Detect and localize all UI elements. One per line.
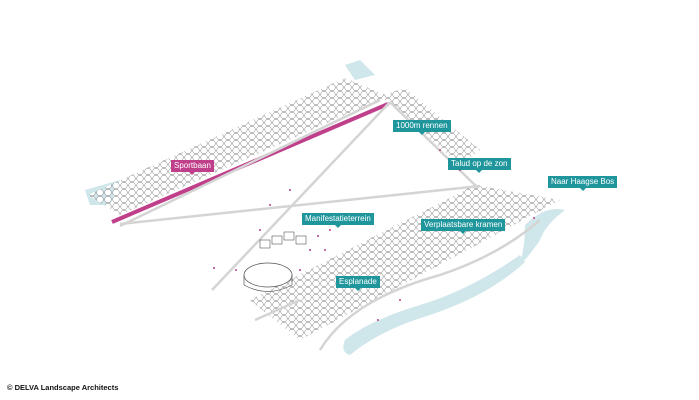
label-sportbaan: Sportbaan [171, 160, 214, 175]
water-bottom [343, 255, 525, 355]
paths [119, 98, 541, 351]
label-esplanade: Esplanade [336, 276, 380, 291]
label-talud-op-de-zon: Talud op de zon [448, 158, 511, 173]
people [213, 149, 535, 321]
water-right [520, 209, 565, 265]
water-top [345, 60, 375, 80]
circus-tent [243, 262, 293, 288]
tree-strip-sportbaan [88, 78, 388, 215]
label-manifestatieterrein: Manifestatieterrein [302, 213, 374, 228]
pavilions [259, 231, 307, 249]
label-naar-haagse-bos: Naar Haagse Bos [548, 176, 618, 191]
credit-text: © DELVA Landscape Architects [7, 383, 119, 392]
label-verplaatsbare-kramen: Verplaatsbare kramen [421, 219, 506, 234]
label-1000m-rennen: 1000m rennen [393, 120, 451, 135]
